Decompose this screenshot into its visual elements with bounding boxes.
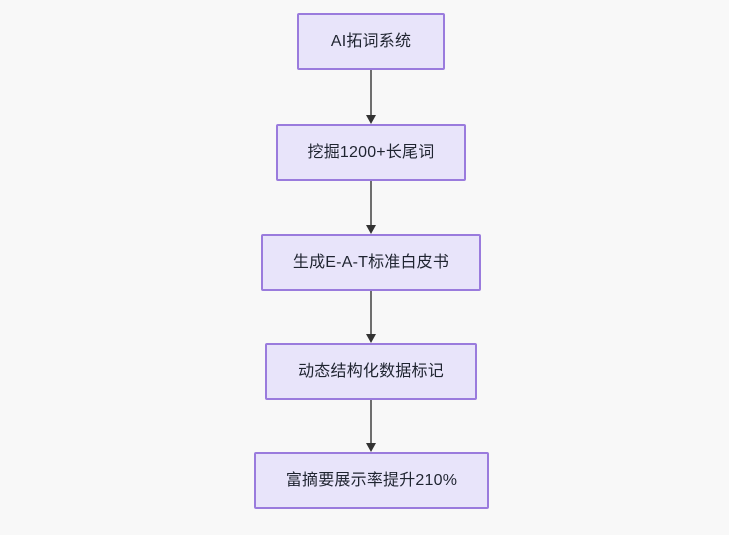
flow-node-rich-snippet-rate-increase[interactable]: 富摘要展示率提升210% (254, 452, 489, 509)
flow-node-label: 富摘要展示率提升210% (285, 471, 458, 489)
flow-node-ai-keyword-system[interactable]: AI拓词系统 (297, 13, 445, 70)
edge-n2-n3 (361, 181, 381, 234)
flow-node-mine-longtail-keywords[interactable]: 挖掘1200+长尾词 (276, 124, 466, 181)
edge-n3-n4 (361, 291, 381, 343)
flow-node-label: AI拓词系统 (330, 32, 412, 50)
flow-node-label: 生成E-A-T标准白皮书 (292, 253, 450, 271)
edge-n1-n2 (361, 70, 381, 124)
flow-node-label: 动态结构化数据标记 (298, 362, 444, 380)
edge-n4-n5 (361, 400, 381, 452)
flow-node-label: 挖掘1200+长尾词 (307, 143, 435, 161)
flow-node-generate-eat-whitepaper[interactable]: 生成E-A-T标准白皮书 (261, 234, 481, 291)
flow-node-dynamic-structured-data-markup[interactable]: 动态结构化数据标记 (265, 343, 477, 400)
